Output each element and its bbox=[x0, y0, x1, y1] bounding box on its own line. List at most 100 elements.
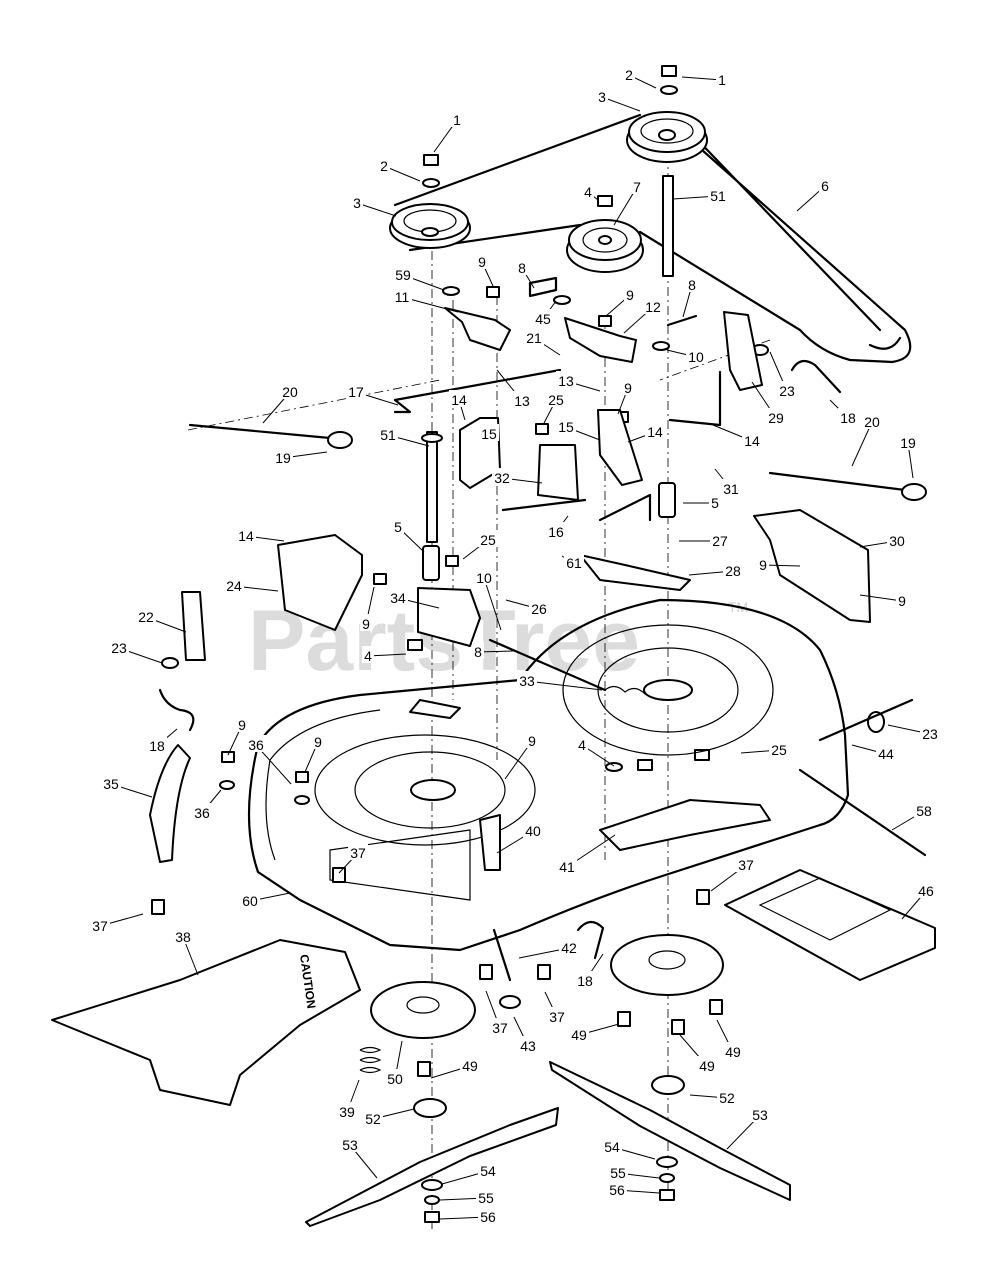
callout-number: 13 bbox=[514, 393, 530, 409]
callout-background bbox=[736, 855, 756, 872]
callout-number: 52 bbox=[719, 1090, 735, 1106]
callout-number: 36 bbox=[248, 737, 264, 753]
callout-background bbox=[476, 252, 488, 269]
callout-number: 14 bbox=[647, 424, 663, 440]
callout-number: 56 bbox=[480, 1209, 496, 1225]
callout-number: 49 bbox=[699, 1058, 715, 1074]
callout-background bbox=[569, 1025, 589, 1042]
callout-number: 40 bbox=[525, 823, 541, 839]
callout-leader bbox=[859, 594, 903, 602]
callout-background bbox=[575, 971, 595, 988]
callout-background bbox=[392, 287, 412, 304]
callout-background bbox=[914, 801, 934, 818]
callout-background bbox=[236, 715, 248, 732]
callout-number: 59 bbox=[395, 267, 411, 283]
callout-number: 25 bbox=[771, 742, 787, 758]
callout-number: 23 bbox=[922, 726, 938, 742]
callout-number: 38 bbox=[175, 929, 191, 945]
callout-leader bbox=[526, 680, 603, 691]
callout-number: 4 bbox=[578, 737, 586, 753]
callout-number: 6 bbox=[821, 178, 829, 194]
callout-number: 13 bbox=[558, 373, 574, 389]
callout-number: 1 bbox=[718, 72, 726, 88]
callout-background bbox=[643, 297, 663, 314]
callout-background bbox=[576, 735, 588, 752]
callout-background bbox=[920, 724, 940, 741]
callout-background bbox=[392, 517, 404, 534]
callout-number: 8 bbox=[474, 644, 482, 660]
callout-number: 2 bbox=[625, 67, 633, 83]
callout-number: 37 bbox=[92, 918, 108, 934]
callout-number: 28 bbox=[725, 563, 741, 579]
callout-number: 54 bbox=[604, 1139, 620, 1155]
callout-background bbox=[492, 468, 512, 485]
callout-number: 16 bbox=[548, 524, 564, 540]
callout-number: 3 bbox=[353, 195, 361, 211]
callout-background bbox=[109, 638, 129, 655]
callout-background bbox=[340, 1135, 360, 1152]
callout-background bbox=[708, 186, 728, 203]
callout-number: 35 bbox=[103, 776, 119, 792]
callout-background bbox=[236, 526, 256, 543]
callout-background bbox=[723, 561, 743, 578]
callout-number: 9 bbox=[898, 593, 906, 609]
callout-number: 25 bbox=[548, 392, 564, 408]
callout-background bbox=[273, 448, 293, 465]
callout-number: 49 bbox=[571, 1027, 587, 1043]
blade-bolts bbox=[151, 867, 723, 1223]
callout-background bbox=[547, 1007, 567, 1024]
callout-number: 18 bbox=[149, 738, 165, 754]
callout-number: 55 bbox=[478, 1190, 494, 1206]
callout-number: 9 bbox=[759, 557, 767, 573]
callout-background bbox=[523, 821, 543, 838]
callout-number: 9 bbox=[238, 717, 246, 733]
callout-number: 7 bbox=[633, 179, 641, 195]
callout-number: 4 bbox=[364, 648, 372, 664]
callout-background bbox=[766, 408, 786, 425]
callout-number: 53 bbox=[752, 1107, 768, 1123]
callout-background bbox=[478, 1161, 498, 1178]
callout-leader bbox=[681, 76, 723, 81]
callout-number: 9 bbox=[478, 254, 486, 270]
callout-background bbox=[101, 774, 121, 791]
callout-background bbox=[716, 70, 728, 87]
left-pulley bbox=[389, 203, 471, 249]
callout-number: 15 bbox=[558, 419, 574, 435]
callout-background bbox=[686, 347, 706, 364]
callout-background bbox=[717, 1088, 737, 1105]
callout-number: 23 bbox=[779, 383, 795, 399]
callout-background bbox=[90, 916, 110, 933]
callout-background bbox=[136, 607, 156, 624]
callout-background bbox=[173, 927, 193, 944]
callout-background bbox=[559, 938, 579, 955]
callout-number: 53 bbox=[342, 1137, 358, 1153]
right-pulley bbox=[626, 111, 708, 163]
callout-background bbox=[757, 555, 769, 572]
callout-number: 49 bbox=[462, 1058, 478, 1074]
drive-belt bbox=[393, 113, 912, 364]
callout-number: 51 bbox=[380, 427, 396, 443]
callout-number: 52 bbox=[365, 1111, 381, 1127]
callout-background bbox=[777, 381, 797, 398]
blades bbox=[305, 1061, 791, 1227]
callout-background bbox=[351, 193, 363, 210]
callout-background bbox=[896, 591, 908, 608]
callout-number: 1 bbox=[453, 112, 461, 128]
callout-background bbox=[474, 568, 494, 585]
callout-background bbox=[512, 391, 532, 408]
callout-number: 25 bbox=[480, 532, 496, 548]
callout-background bbox=[582, 182, 594, 199]
callout-background bbox=[246, 735, 266, 752]
callout-background bbox=[887, 531, 907, 548]
callout-background bbox=[769, 740, 789, 757]
callout-background bbox=[449, 390, 469, 407]
callout-background bbox=[517, 671, 537, 688]
callout-background bbox=[240, 891, 260, 908]
callout-number: 37 bbox=[350, 845, 366, 861]
callout-number: 50 bbox=[387, 1071, 403, 1087]
callout-background bbox=[750, 1105, 770, 1122]
guards bbox=[149, 744, 936, 981]
mower-deck bbox=[247, 598, 850, 952]
callout-number: 14 bbox=[451, 392, 467, 408]
callout-number: 26 bbox=[531, 601, 547, 617]
